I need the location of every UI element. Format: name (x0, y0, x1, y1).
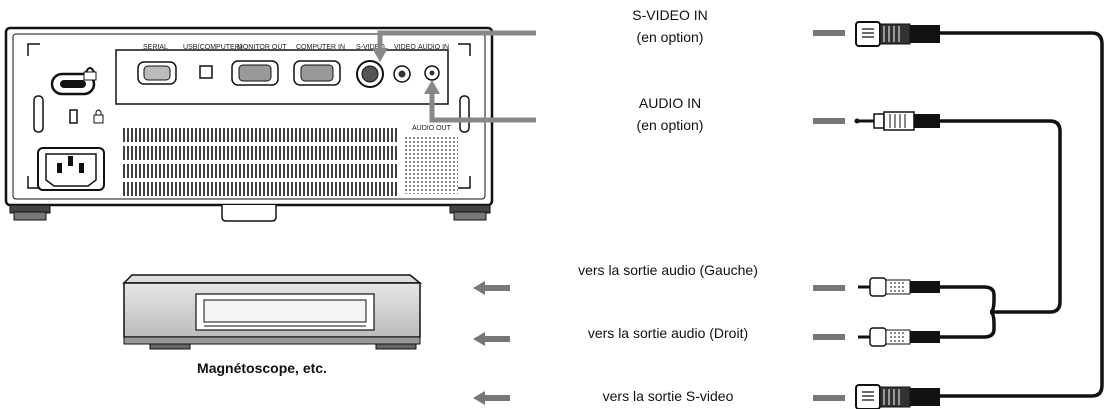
label-audio-in-option: (en option) (637, 117, 704, 133)
port-label-monitor-out: MONITOR OUT (237, 44, 287, 51)
label-s-video-in: S-VIDEO IN (632, 7, 707, 23)
label-vcr: Magnétoscope, etc. (197, 360, 327, 376)
s-video-port (356, 60, 384, 88)
port-label-serial: SERIAL (143, 44, 168, 51)
port-label-audio-out: AUDIO OUT (412, 125, 452, 132)
port-label-computer-in: COMPUTER IN (296, 44, 345, 51)
rca-connector-right (858, 327, 940, 347)
port-label-s-video: S-VIDEO (356, 44, 385, 51)
rca-connector-left (858, 277, 940, 297)
audio-leader (424, 80, 536, 123)
projector-feet (9, 204, 491, 221)
projector: SERIAL USB(COMPUTER) MONITOR OUT COMPUTE… (4, 26, 494, 222)
label-to-audio-right: vers la sortie audio (Droit) (588, 325, 748, 341)
serial-port (137, 61, 177, 85)
vcr (122, 274, 423, 350)
port-label-video: VIDEO (394, 44, 416, 51)
s-video-connector-bottom (855, 384, 940, 409)
lock-icon (50, 67, 97, 96)
label-s-video-in-option: (en option) (637, 29, 704, 45)
usb-port (199, 65, 213, 79)
audio-in-port (424, 65, 440, 81)
computer-in-port (293, 60, 341, 86)
label-audio-in: AUDIO IN (639, 95, 701, 111)
label-to-audio-left: vers la sortie audio (Gauche) (578, 262, 758, 278)
label-to-s-video: vers la sortie S-video (603, 388, 734, 404)
padlock-icon (93, 109, 104, 124)
video-port (393, 65, 411, 83)
port-label-audio-in: AUDIO IN (418, 44, 449, 51)
s-video-connector-top (855, 21, 940, 47)
vcr-arrows (473, 281, 510, 405)
port-label-usb: USB(COMPUTER) (183, 44, 242, 51)
speaker-grille (404, 136, 458, 194)
monitor-out-port (231, 60, 279, 86)
vent-grille (123, 128, 397, 197)
mini-jack-connector (854, 111, 940, 131)
label-dashes (813, 30, 845, 401)
s-video-leader (372, 30, 536, 62)
cables (940, 31, 1104, 398)
power-socket (37, 147, 105, 191)
